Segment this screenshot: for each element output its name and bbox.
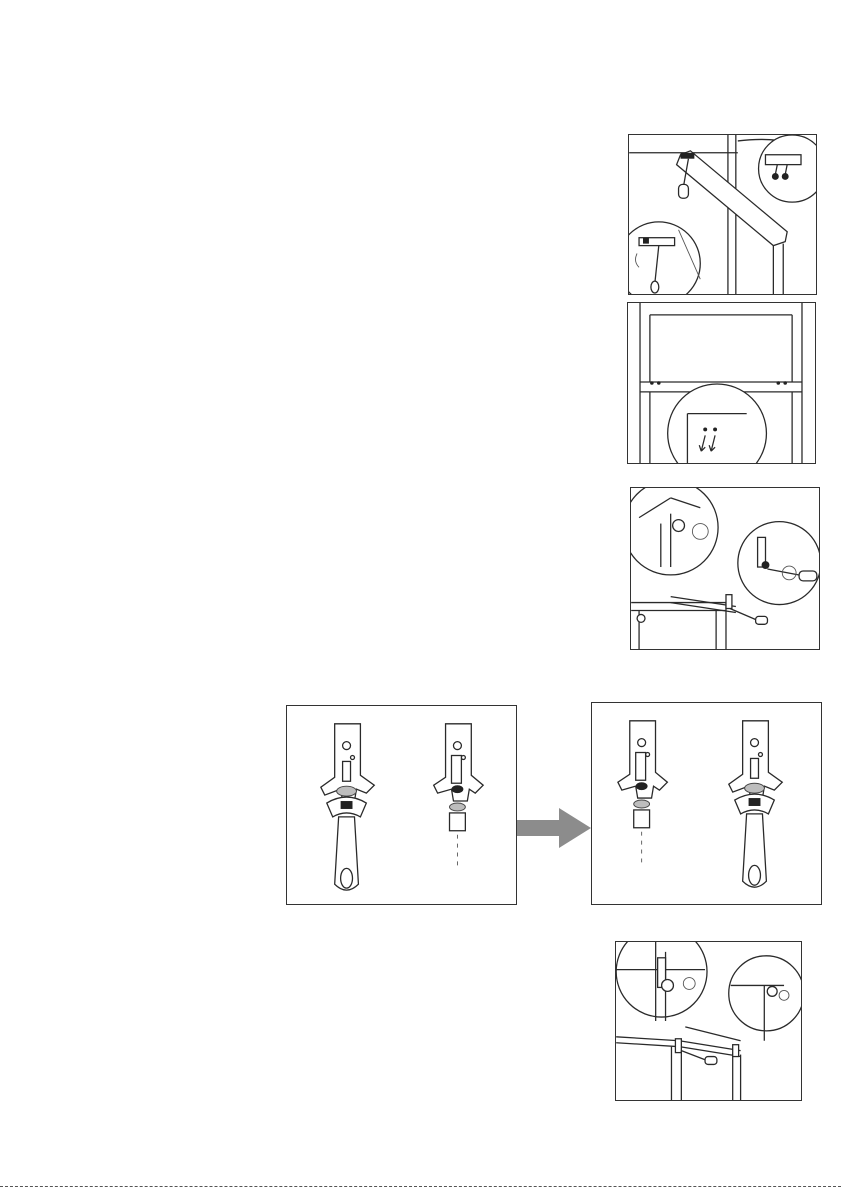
page-bottom-rule [0, 1186, 841, 1187]
right-arrow-icon [517, 808, 591, 848]
door-hinge-removal-illustration [628, 134, 817, 295]
hinge-refit-illustration [615, 941, 802, 1101]
middle-hinge-screw-illustration [630, 487, 820, 650]
hinge-pin-wrench-after-illustration [591, 702, 822, 905]
cabinet-hinge-holes-illustration [627, 302, 816, 464]
hinge-pin-wrench-before-illustration [286, 705, 517, 905]
